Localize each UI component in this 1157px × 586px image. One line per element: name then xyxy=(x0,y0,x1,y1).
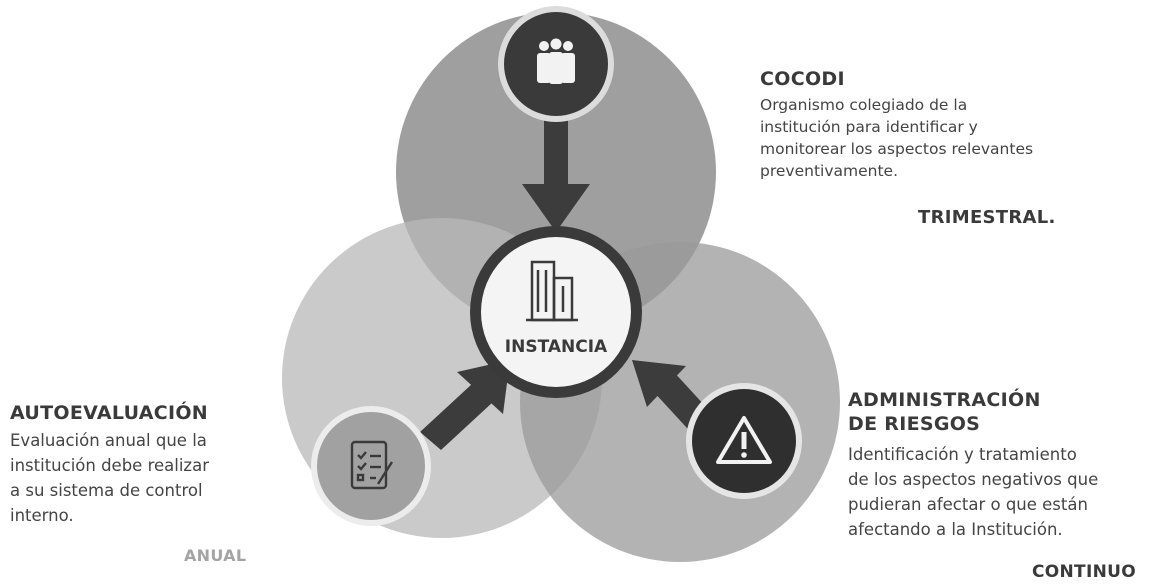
autoevaluacion-block: AUTOEVALUACIÓN Evaluación anual que la i… xyxy=(10,402,260,528)
riesgos-description: Identificación y tratamiento de los aspe… xyxy=(848,442,1148,542)
center-label: INSTANCIA xyxy=(505,337,608,357)
center-instancia: INSTANCIA xyxy=(470,226,642,398)
cocodi-title: COCODI xyxy=(760,68,845,90)
riesgos-title-line: ADMINISTRACIÓN xyxy=(848,389,1041,411)
riesgos-title-line: DE RIESGOS xyxy=(848,413,981,435)
icon-circle-right xyxy=(686,383,802,499)
cocodi-desc-line: monitorear los aspectos relevantes xyxy=(760,140,1034,158)
autoevaluacion-desc-line: a su sistema de control xyxy=(10,481,203,500)
cocodi-desc-line: preventivamente. xyxy=(760,162,898,180)
icon-circle-left xyxy=(311,406,431,526)
riesgos-frequency: CONTINUO xyxy=(1032,562,1136,582)
people-group-icon xyxy=(537,38,575,84)
autoevaluacion-title: AUTOEVALUACIÓN xyxy=(10,402,209,424)
cocodi-block: COCODI Organismo colegiado de la institu… xyxy=(760,68,1090,182)
cocodi-desc-line: institución para identificar y xyxy=(760,118,978,136)
autoevaluacion-desc-line: Evaluación anual que la xyxy=(10,431,207,450)
autoevaluacion-desc-line: interno. xyxy=(10,506,74,525)
icon-circle-top xyxy=(498,6,614,122)
riesgos-desc-line: pudieran afectar o que están xyxy=(848,495,1088,514)
autoevaluacion-desc-line: institución debe realizar xyxy=(10,456,209,475)
cocodi-frequency: TRIMESTRAL. xyxy=(918,207,1056,228)
riesgos-desc-line: afectando a la Institución. xyxy=(848,520,1063,539)
riesgos-block: ADMINISTRACIÓN DE RIESGOS Identificación… xyxy=(848,388,1148,542)
autoevaluacion-description: Evaluación anual que la institución debe… xyxy=(10,428,260,528)
buildings-icon xyxy=(526,260,578,322)
warning-icon xyxy=(716,416,772,464)
riesgos-desc-line: Identificación y tratamiento xyxy=(848,445,1077,464)
riesgos-desc-line: de los aspectos negativos que xyxy=(848,470,1099,489)
autoevaluacion-frequency: ANUAL xyxy=(184,546,247,565)
checklist-icon xyxy=(350,440,394,490)
cocodi-description: Organismo colegiado de la institución pa… xyxy=(760,94,1090,182)
arrow-top xyxy=(522,118,590,232)
cocodi-desc-line: Organismo colegiado de la xyxy=(760,96,968,114)
riesgos-title: ADMINISTRACIÓN DE RIESGOS xyxy=(848,388,1148,436)
